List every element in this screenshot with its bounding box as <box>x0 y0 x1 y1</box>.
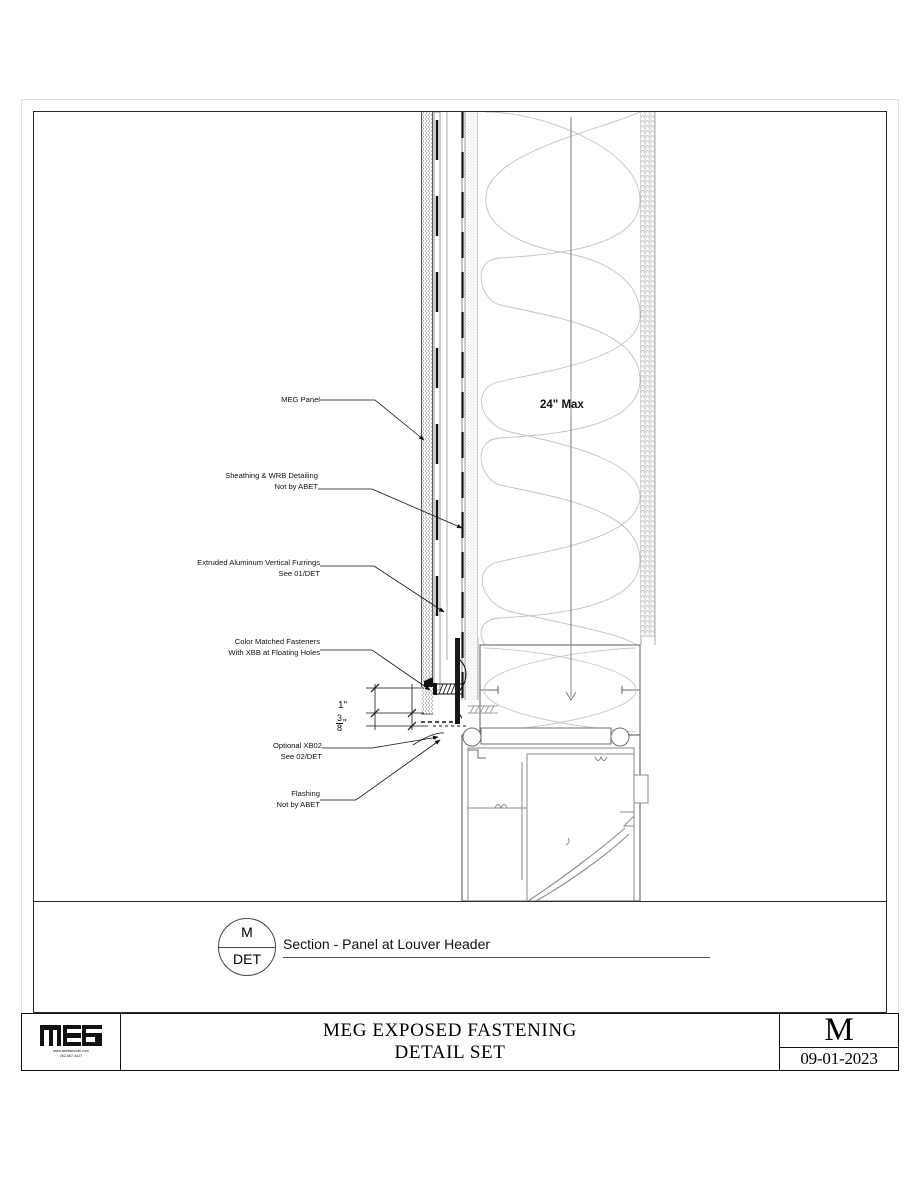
annotation-fasteners-line2: With XBB at Floating Holes <box>228 647 320 657</box>
dimension-fraction: 3 8 <box>336 713 344 733</box>
detail-title-underline <box>283 957 710 958</box>
annotation-furrings-line2: See 01/DET <box>278 568 320 578</box>
detail-callout-bubble[interactable]: M DET <box>218 918 276 976</box>
annotation-sheathing-wrb: Sheathing & WRB Detailing Not by ABET <box>178 471 318 493</box>
annotation-xb02: Optional XB02 See 02/DET <box>202 741 322 763</box>
annotation-flashing-line2: Not by ABET <box>276 799 320 809</box>
project-title-line1: MEG EXPOSED FASTENING <box>323 1019 577 1041</box>
logo-subtext: www.abetlaminati.com 262-567-4427 <box>53 1049 89 1059</box>
annotation-furrings-line1: Extruded Aluminum Vertical Furrings <box>197 558 320 567</box>
detail-title-divider <box>33 901 887 902</box>
dimension-one-inch-value: 1" <box>338 700 348 711</box>
callout-detail-number: M <box>241 924 253 940</box>
annotation-sheathing-line1: Sheathing & WRB Detailing <box>225 471 318 480</box>
logo-website: www.abetlaminati.com <box>53 1049 89 1054</box>
annotation-meg-panel: MEG Panel <box>200 395 320 406</box>
sheet-letter: M <box>824 1012 854 1048</box>
meg-logo-icon <box>40 1025 102 1047</box>
annotation-fasteners-line1: Color Matched Fasteners <box>234 637 320 646</box>
logo-phone: 262-567-4427 <box>59 1054 83 1058</box>
title-block: www.abetlaminati.com 262-567-4427 MEG EX… <box>21 1013 899 1071</box>
dimension-three-eighths: 3 8 " <box>336 714 347 733</box>
title-block-project-cell: MEG EXPOSED FASTENING DETAIL SET <box>121 1014 779 1070</box>
callout-detail-sheet: DET <box>233 951 261 967</box>
annotation-xb02-line1: Optional XB02 <box>273 741 322 750</box>
detail-title: Section - Panel at Louver Header <box>283 936 491 952</box>
inch-mark: " <box>343 718 347 729</box>
annotation-fasteners: Color Matched Fasteners With XBB at Floa… <box>160 637 320 659</box>
annotation-xb02-line2: See 02/DET <box>280 751 322 761</box>
project-title-line2: DETAIL SET <box>394 1042 506 1063</box>
annotation-flashing-line1: Flashing <box>291 789 320 798</box>
title-block-sheet-cell: M 09-01-2023 <box>779 1014 898 1070</box>
fraction-denominator: 8 <box>337 723 343 733</box>
dimension-max-spacing: 24" Max <box>540 399 584 411</box>
annotation-meg-panel-label: MEG Panel <box>281 395 320 404</box>
dimension-max-spacing-value: 24" Max <box>540 399 584 411</box>
annotation-sheathing-line2: Not by ABET <box>274 481 318 491</box>
fraction-numerator: 3 <box>336 713 344 724</box>
drawing-frame <box>33 111 887 1013</box>
sheet-date: 09-01-2023 <box>780 1047 898 1070</box>
callout-divider <box>218 947 276 948</box>
annotation-furrings: Extruded Aluminum Vertical Furrings See … <box>140 558 320 580</box>
dimension-one-inch: 1" <box>338 700 347 711</box>
annotation-flashing: Flashing Not by ABET <box>210 789 320 811</box>
title-block-logo-cell: www.abetlaminati.com 262-567-4427 <box>22 1014 121 1070</box>
